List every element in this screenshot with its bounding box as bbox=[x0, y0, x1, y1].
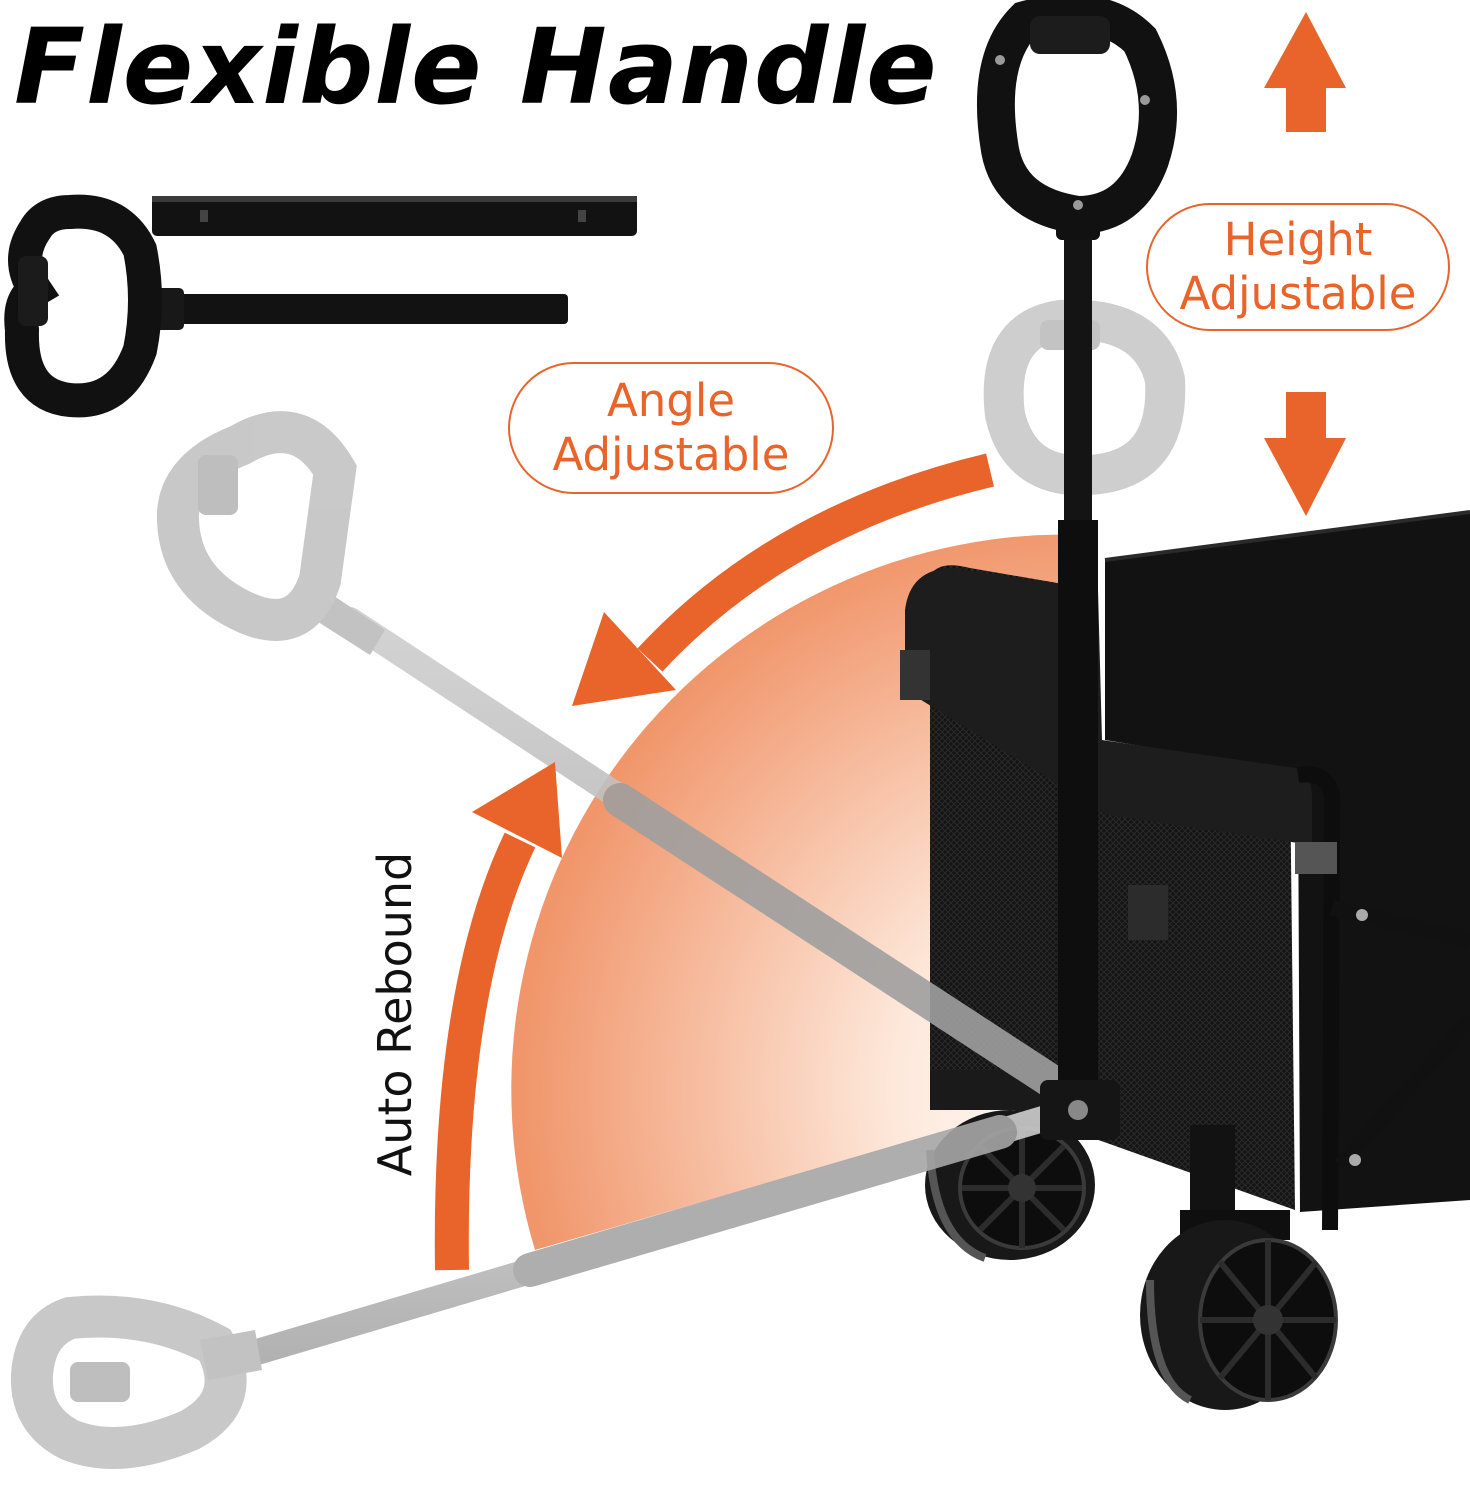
handle-upright bbox=[976, 0, 1177, 1095]
rear-wheel bbox=[1140, 1125, 1338, 1410]
handle-rebound-position bbox=[10, 1095, 1093, 1469]
handle-angle-position bbox=[157, 411, 1097, 1117]
angle-arrow-icon bbox=[572, 453, 994, 706]
auto-rebound-label: Auto Rebound bbox=[368, 851, 422, 1177]
angle-adjustable-badge: Angle Adjustable bbox=[508, 362, 834, 494]
rebound-arrow-icon bbox=[434, 762, 562, 1271]
handle-parts bbox=[4, 194, 637, 418]
height-adjustable-badge: Height Adjustable bbox=[1146, 203, 1450, 331]
angle-adjustable-line-1: Angle bbox=[606, 374, 736, 427]
folding-wagon bbox=[900, 510, 1470, 1410]
page-title: Flexible Handle bbox=[14, 6, 938, 128]
down-arrow-icon bbox=[1264, 392, 1346, 516]
angle-adjustable-line-2: Adjustable bbox=[552, 428, 790, 481]
handle-hinge bbox=[1040, 1080, 1120, 1140]
up-arrow-icon bbox=[1264, 12, 1346, 132]
height-adjustable-line-2: Adjustable bbox=[1179, 267, 1417, 320]
height-adjustable-line-1: Height bbox=[1223, 213, 1373, 266]
